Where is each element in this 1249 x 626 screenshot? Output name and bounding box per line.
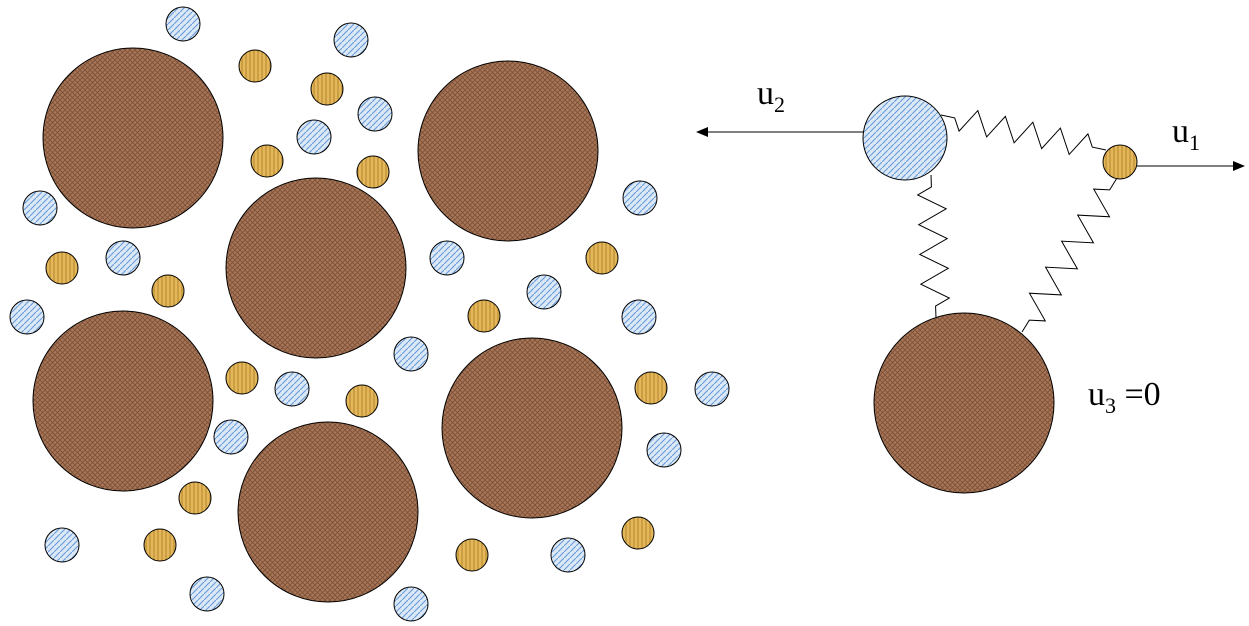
small-blue-particle — [550, 537, 586, 573]
model-blue-particle — [862, 95, 948, 181]
small-yellow-particle — [143, 528, 177, 562]
spring-yellow-large — [1021, 177, 1118, 333]
small-yellow-particle — [585, 241, 619, 275]
model-large-particle — [873, 312, 1055, 494]
large-particle — [225, 177, 407, 359]
small-blue-particle — [622, 180, 658, 216]
small-blue-particle — [526, 274, 562, 310]
large-particle — [441, 337, 623, 519]
u3-label: u3 =0 — [1088, 376, 1161, 418]
spring-blue-yellow — [940, 109, 1107, 156]
small-yellow-particle — [356, 155, 390, 189]
small-blue-particle — [9, 299, 45, 335]
u2-label: u2 — [757, 75, 785, 117]
small-yellow-particle — [45, 251, 79, 285]
large-particle — [42, 47, 224, 229]
small-blue-particle — [694, 371, 730, 407]
small-blue-particle — [165, 6, 201, 42]
small-blue-particle — [274, 371, 310, 407]
small-yellow-particle — [634, 371, 668, 405]
small-yellow-particle — [238, 49, 272, 83]
u1-label: u1 — [1172, 113, 1200, 155]
small-yellow-particle — [310, 72, 344, 106]
large-particle — [237, 421, 419, 603]
small-blue-particle — [429, 240, 465, 276]
small-yellow-particle — [621, 516, 655, 550]
small-yellow-particle — [455, 538, 489, 572]
particle-packing-group — [9, 6, 730, 622]
small-blue-particle — [22, 190, 58, 226]
small-yellow-particle — [250, 144, 284, 178]
small-blue-particle — [621, 299, 657, 335]
small-yellow-particle — [225, 361, 259, 395]
small-yellow-particle — [345, 384, 379, 418]
spring-blue-large — [916, 174, 951, 319]
small-blue-particle — [213, 419, 249, 455]
small-blue-particle — [44, 527, 80, 563]
model-yellow-particle — [1102, 144, 1138, 180]
small-blue-particle — [333, 22, 369, 58]
small-blue-particle — [393, 336, 429, 372]
small-yellow-particle — [467, 299, 501, 333]
large-particle — [417, 60, 599, 242]
small-yellow-particle — [178, 481, 212, 515]
small-yellow-particle — [151, 274, 185, 308]
small-blue-particle — [357, 96, 393, 132]
small-blue-particle — [393, 586, 429, 622]
small-blue-particle — [105, 240, 141, 276]
spring-model-group — [696, 95, 1245, 494]
small-blue-particle — [646, 432, 682, 468]
small-blue-particle — [296, 119, 332, 155]
large-particle — [32, 310, 214, 492]
small-blue-particle — [189, 576, 225, 612]
